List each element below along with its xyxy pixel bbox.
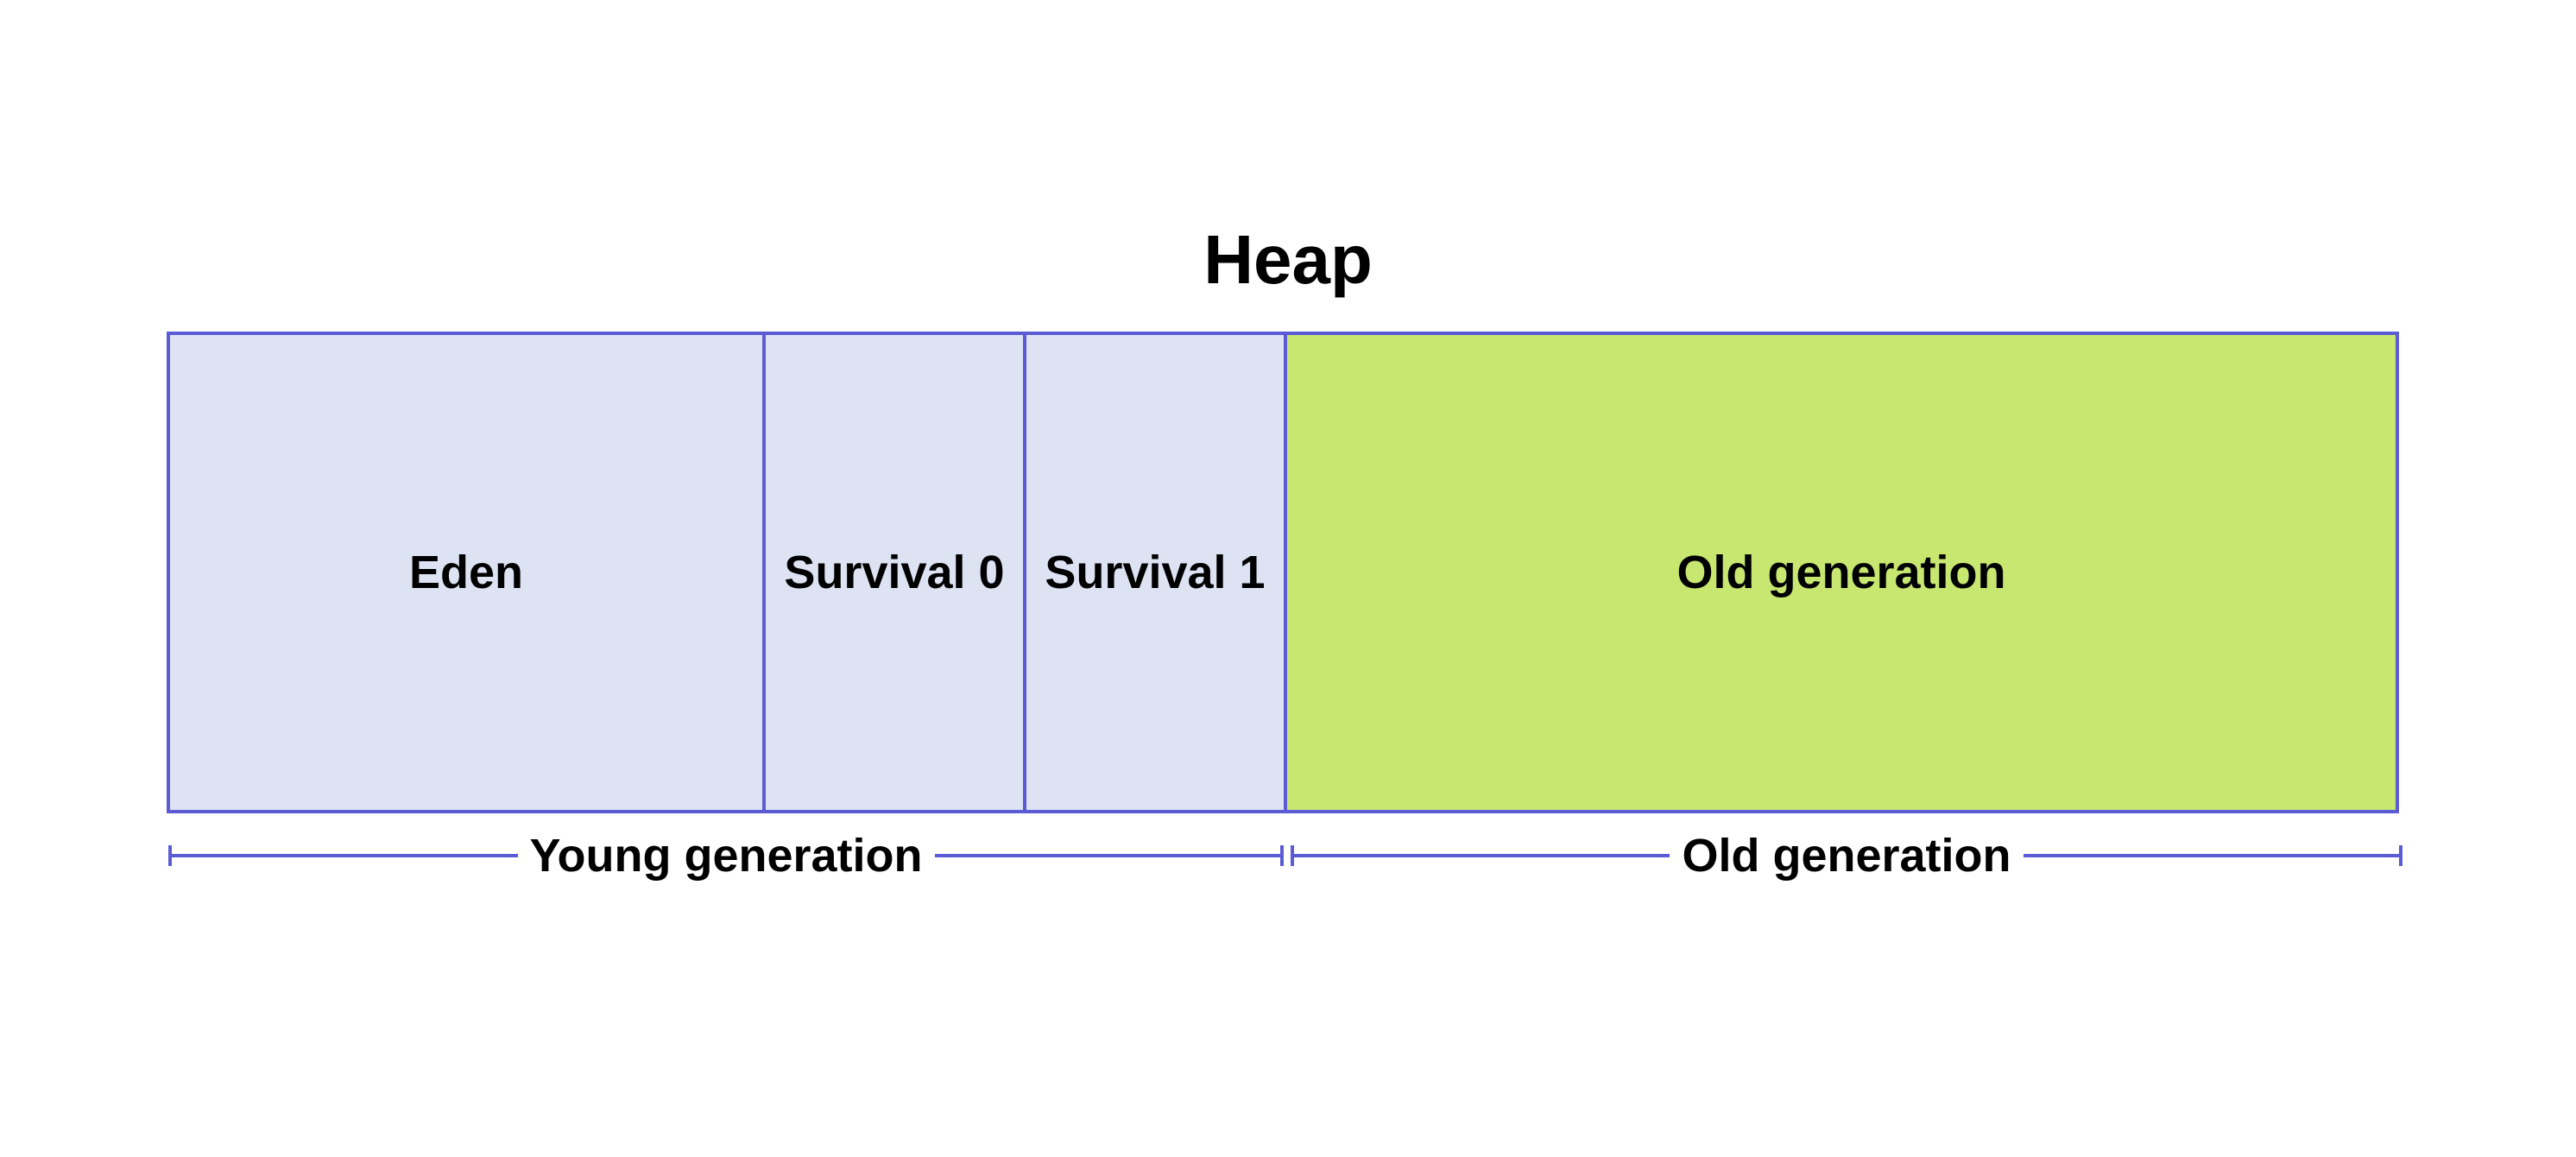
young-generation-span: Young generation	[168, 825, 1284, 886]
eden-label: Eden	[408, 547, 524, 598]
survival-0-region: Survival 0	[762, 335, 1023, 810]
diagram-title: Heap	[1203, 221, 1373, 298]
old-generation-region: Old generation	[1284, 335, 2396, 810]
eden-region: Eden	[170, 335, 762, 810]
span-tick-left	[1291, 845, 1294, 866]
heap-box: Eden Survival 0 Survival 1 Old generatio…	[167, 332, 2399, 813]
survival-1-label: Survival 1	[1045, 547, 1266, 598]
span-tick-left	[168, 845, 172, 866]
young-generation-span-label: Young generation	[517, 825, 935, 886]
survival-1-region: Survival 1	[1023, 335, 1284, 810]
old-generation-span-label: Old generation	[1670, 825, 2024, 886]
span-tick-right	[2399, 845, 2402, 866]
old-generation-label: Old generation	[1676, 547, 2006, 598]
survival-0-label: Survival 0	[784, 547, 1005, 598]
span-tick-right	[1280, 845, 1284, 866]
old-generation-span: Old generation	[1291, 825, 2402, 886]
